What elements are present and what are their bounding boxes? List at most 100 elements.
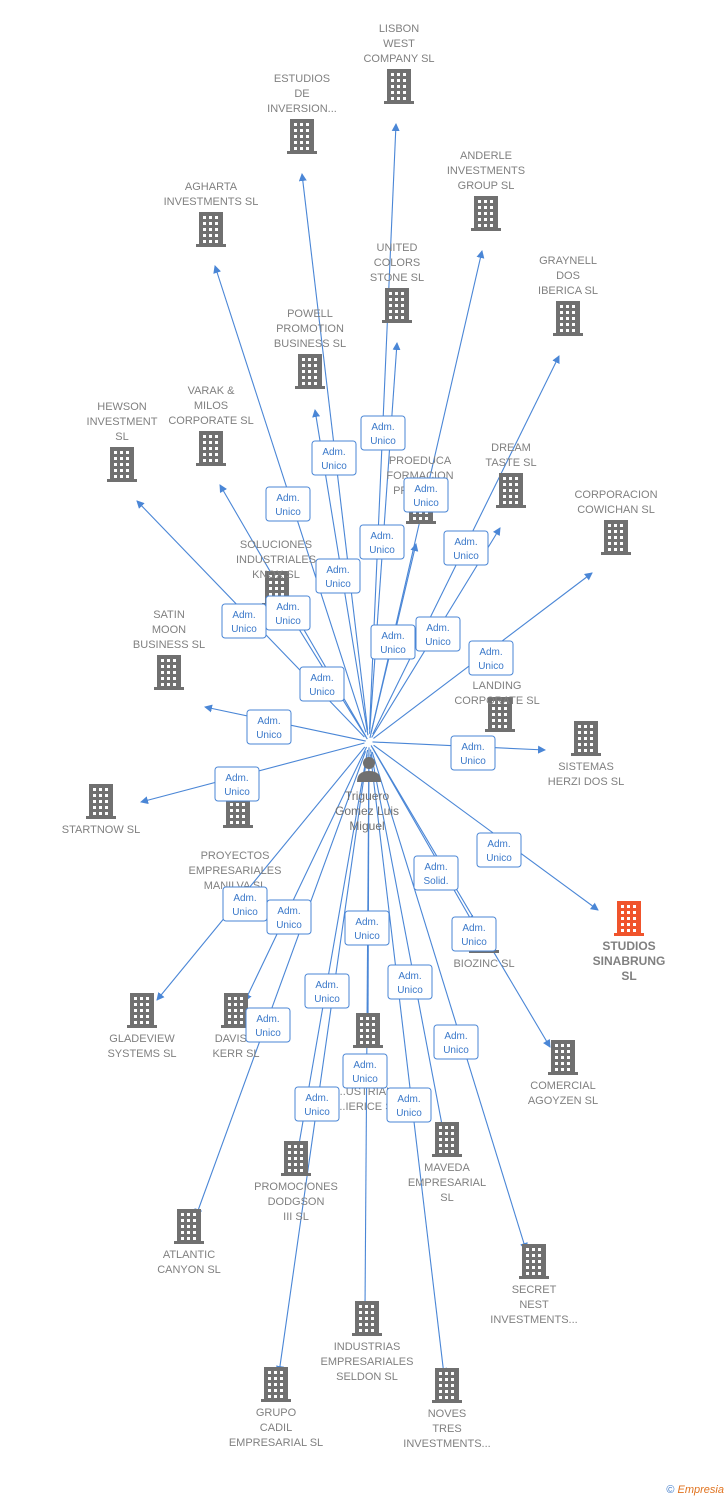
relation-label-text: Adm. [371, 422, 394, 433]
relation-label-promociones[interactable]: Adm.Unico [304, 973, 350, 1009]
building-icon [261, 1367, 291, 1402]
company-label-line: BUSINESS SL [274, 338, 346, 350]
relation-label-gladeview[interactable]: Adm.Unico [222, 886, 268, 922]
company-node-noves[interactable]: NOVESTRESINVESTMENTS... [403, 1368, 491, 1450]
edge-to-studios [373, 744, 599, 911]
relation-label-text: Adm. [414, 484, 437, 495]
company-label-line: ANDERLE [460, 150, 512, 162]
relation-label-text: Adm. [355, 917, 378, 928]
relation-label-maveda[interactable]: Adm.Unico [387, 964, 433, 1000]
relation-label-text: Adm. [326, 565, 349, 576]
relation-label-text: Unico [321, 461, 347, 472]
company-node-davis[interactable]: DAVIS &KERR SL [212, 993, 260, 1060]
relation-label-text: Unico [461, 937, 487, 948]
relation-label-biozinc[interactable]: Adm.Solid. [413, 855, 459, 891]
relation-label-secret[interactable]: Adm.Unico [433, 1024, 479, 1060]
relation-label-text: Adm. [353, 1060, 376, 1071]
relation-label-grupo[interactable]: Adm.Unico [294, 1086, 340, 1122]
relation-label-text: Adm. [232, 610, 255, 621]
relation-label-text: Unico [275, 507, 301, 518]
company-node-startnow[interactable]: STARTNOW SL [62, 784, 140, 836]
relation-label-text: Unico [255, 1028, 281, 1039]
company-label-line: CANYON SL [157, 1264, 221, 1276]
relation-label-lisbon[interactable]: Adm.Unico [360, 415, 406, 451]
relation-label-text: Unico [425, 637, 451, 648]
relation-label-varak[interactable]: Adm.Unico [221, 603, 267, 639]
company-label-line: PROMOTION [276, 323, 344, 335]
company-node-landing[interactable]: ...RELANDINGCORPORATE SL [454, 665, 540, 732]
relation-label-startnow[interactable]: Adm.Unico [214, 766, 260, 802]
relation-label-studios[interactable]: Adm.Unico [476, 832, 522, 868]
relation-label-estudios[interactable]: Adm. Unico [311, 440, 357, 476]
company-label-line: AGOYZEN SL [528, 1095, 598, 1107]
relation-label-industrias[interactable]: Adm.Unico [342, 1053, 388, 1089]
building-icon [281, 1141, 311, 1176]
relation-label-soluciones[interactable]: Adm.Unico [265, 595, 311, 631]
edge-to-atlantic [194, 751, 367, 1217]
company-label-line: COWICHAN SL [577, 504, 655, 516]
company-label-line: INDUSTRIAS [334, 1341, 401, 1353]
company-label-line: EMPRESARIAL SL [229, 1437, 323, 1449]
relation-label-text: Unico [232, 907, 258, 918]
relation-label-united[interactable]: Adm.Unico [359, 524, 405, 560]
company-label-line: INVESTMENTS SL [164, 196, 259, 208]
company-label-line: INDUSTRIALES [236, 554, 316, 566]
company-label-line: DODGSON [268, 1196, 325, 1208]
relation-label-satin[interactable]: Adm.Unico [246, 709, 292, 745]
relation-label-sistemas[interactable]: Adm.Unico [450, 735, 496, 771]
relation-label-text: Adm. [276, 602, 299, 613]
company-label-line: PROEDUCA [389, 455, 452, 467]
company-label-line: HERZI DOS SL [548, 776, 624, 788]
relation-label-soluciones2[interactable]: Adm.Unico [344, 910, 390, 946]
relation-label-graynell[interactable]: Adm.Unico [443, 530, 489, 566]
relation-label-text: Unico [397, 985, 423, 996]
relation-label-corporacion[interactable]: Adm.Unico [468, 640, 514, 676]
relation-label-powell[interactable]: Adm.Unico [315, 558, 361, 594]
relation-label-agharta[interactable]: Adm.Unico [265, 486, 311, 522]
relation-label-proeduca[interactable]: Adm.Unico [370, 624, 416, 660]
company-label-line: STARTNOW SL [62, 824, 140, 836]
person-node[interactable]: Triguero Gomez Luis Miguel [335, 757, 399, 833]
relation-label-comercial[interactable]: Adm.Unico [451, 916, 497, 952]
company-node-estudios[interactable]: ESTUDIOSDEINVERSION... [267, 73, 337, 154]
footer-credit[interactable]: © Empresia [666, 1484, 724, 1496]
building-icon [86, 784, 116, 819]
relation-label-anderle[interactable]: Adm.Unico [403, 477, 449, 513]
relation-labels-layer: Adm.UnicoAdm.UnicoAdm.UnicoAdm.UnicoAdm.… [214, 415, 522, 1123]
relation-label-atlantic[interactable]: Adm.Unico [245, 1007, 291, 1043]
relation-label-dream[interactable]: Adm.Unico [415, 616, 461, 652]
company-label-line: EMPRESARIALES [321, 1356, 414, 1368]
relation-label-text: Adm. [322, 447, 345, 458]
relation-label-hewson[interactable]: Adm.Unico [299, 666, 345, 702]
building-icon [432, 1122, 462, 1157]
brand-logo-text: Empresia [677, 1484, 724, 1496]
company-node-secret[interactable]: SECRETNESTINVESTMENTS... [490, 1244, 578, 1326]
relation-label-text: Unico [276, 920, 302, 931]
relation-label-davis[interactable]: Adm.Unico [266, 899, 312, 935]
building-icon [154, 655, 184, 690]
company-label-line: BIOZINC SL [453, 958, 514, 970]
company-label-line: SINABRUNG [593, 954, 666, 968]
relation-label-noves[interactable]: Adm.Unico [386, 1087, 432, 1123]
